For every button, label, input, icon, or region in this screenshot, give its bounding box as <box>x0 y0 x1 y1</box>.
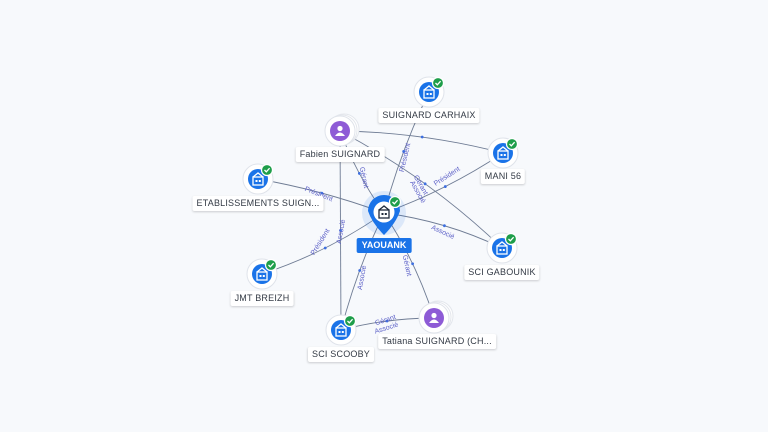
check-icon <box>268 262 275 268</box>
check-icon <box>264 167 271 173</box>
edge-arrow <box>443 224 446 228</box>
verified-check-icon <box>343 314 357 328</box>
edge-arrow <box>358 269 362 272</box>
verified-check-icon <box>505 137 519 151</box>
node-mani-56[interactable] <box>487 137 519 169</box>
edge-arrow <box>320 191 324 195</box>
node-sci-scooby[interactable] <box>325 314 357 346</box>
edge-label: Président <box>310 228 332 257</box>
edge-arrow <box>420 135 424 139</box>
node-label-sci-gabounik[interactable]: SCI GABOUNIK <box>464 265 540 280</box>
edge-arrow <box>443 185 447 188</box>
edge-label: Gérant <box>401 254 412 276</box>
node-tatiana[interactable] <box>418 300 454 334</box>
node-jmt-breizh[interactable] <box>246 258 278 290</box>
building-icon <box>256 267 268 281</box>
edge-label: Président <box>399 142 412 172</box>
verified-check-icon <box>504 232 518 246</box>
node-label-jmt-breizh[interactable]: JMT BREIZH <box>230 291 294 306</box>
building-icon <box>423 85 435 99</box>
nodes-layer <box>242 76 519 346</box>
verified-check-icon <box>388 195 402 209</box>
node-fabien[interactable] <box>324 113 360 147</box>
edge-arrow <box>411 262 415 266</box>
edge-arrow <box>339 229 342 232</box>
verified-check-icon <box>264 258 278 272</box>
building-icon <box>335 323 347 337</box>
node-label-fabien[interactable]: Fabien SUIGNARD <box>295 147 385 162</box>
node-suignard-carhaix[interactable] <box>413 76 445 108</box>
edge-label: Associé <box>357 265 368 290</box>
node-sci-gabounik[interactable] <box>486 232 518 264</box>
edge-label: Associé <box>336 219 347 244</box>
node-etablissements[interactable] <box>242 163 274 195</box>
verified-check-icon <box>431 76 445 90</box>
edge-label: Associé <box>430 224 455 241</box>
edge-arrow <box>357 172 361 175</box>
check-icon <box>435 80 442 86</box>
center-node[interactable] <box>362 191 406 235</box>
building-icon <box>378 205 390 219</box>
edge-label: Gérant <box>358 166 369 188</box>
edge-label: Président <box>433 166 462 188</box>
center-node-label[interactable]: YAOUANK <box>356 238 412 253</box>
node-label-tatiana[interactable]: Tatiana SUIGNARD (CH... <box>378 334 496 349</box>
edge-arrow <box>323 246 327 250</box>
person-icon <box>429 312 439 323</box>
edge-arrow <box>423 182 427 186</box>
node-label-mani-56[interactable]: MANI 56 <box>480 169 526 184</box>
edge-arrow <box>402 150 406 153</box>
check-icon <box>509 141 516 147</box>
verified-check-icon <box>260 163 274 177</box>
node-label-suignard-carhaix[interactable]: SUIGNARD CARHAIX <box>378 108 480 123</box>
check-icon <box>392 199 399 205</box>
building-icon <box>496 241 508 255</box>
person-icon <box>335 125 345 136</box>
building-icon <box>497 146 509 160</box>
check-icon <box>347 318 354 324</box>
check-icon <box>508 236 515 242</box>
node-label-sci-scooby[interactable]: SCI SCOOBY <box>307 347 375 362</box>
building-icon <box>252 172 264 186</box>
edge-arrow <box>385 319 389 323</box>
node-label-etablissements[interactable]: ETABLISSEMENTS SUIGN... <box>192 196 324 211</box>
